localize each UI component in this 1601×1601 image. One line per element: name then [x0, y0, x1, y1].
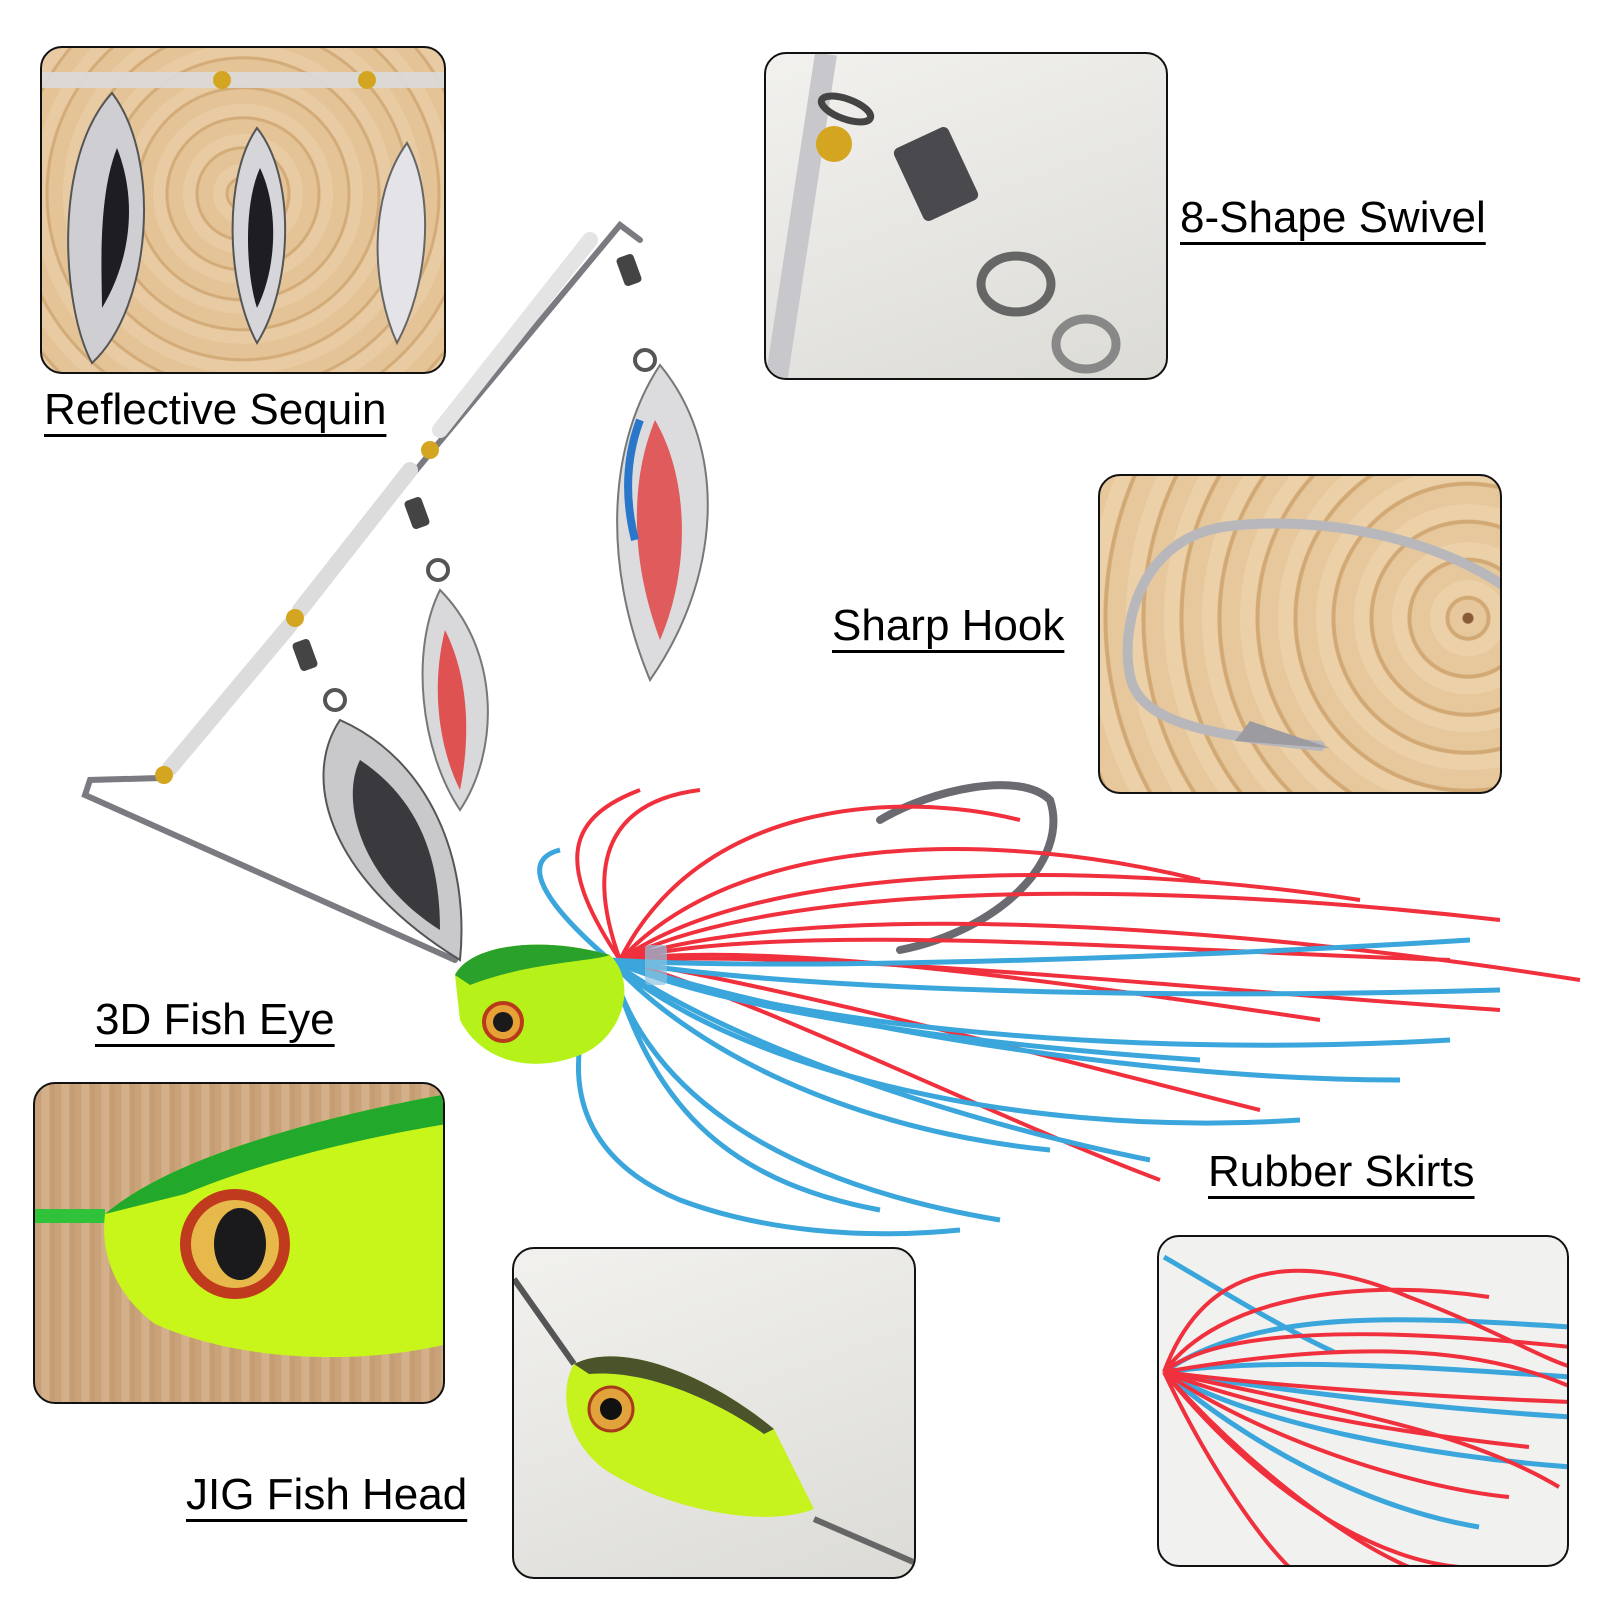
rubber-skirts-photo	[1157, 1235, 1569, 1567]
swivel-photo	[764, 52, 1168, 380]
jig-fish-head-photo	[512, 1247, 916, 1579]
skirts-icon	[1162, 1254, 1567, 1565]
swivel-icon	[766, 54, 1121, 378]
fish-eye-icon	[35, 1094, 443, 1358]
label-rubber-skirts: Rubber Skirts	[1208, 1147, 1475, 1196]
hook-icon	[1122, 518, 1500, 751]
blades-icon	[42, 71, 444, 365]
label-jig-fish-head: JIG Fish Head	[186, 1470, 468, 1519]
label-sharp-hook: Sharp Hook	[832, 601, 1065, 650]
label-3d-fish-eye: 3D Fish Eye	[95, 995, 335, 1044]
sharp-hook-photo	[1098, 474, 1502, 794]
fish-eye-photo	[33, 1082, 445, 1404]
jig-head-icon	[514, 1277, 914, 1566]
label-reflective-sequin: Reflective Sequin	[44, 385, 387, 434]
reflective-sequin-photo	[40, 46, 446, 374]
label-8-shape-swivel: 8-Shape Swivel	[1180, 193, 1486, 242]
